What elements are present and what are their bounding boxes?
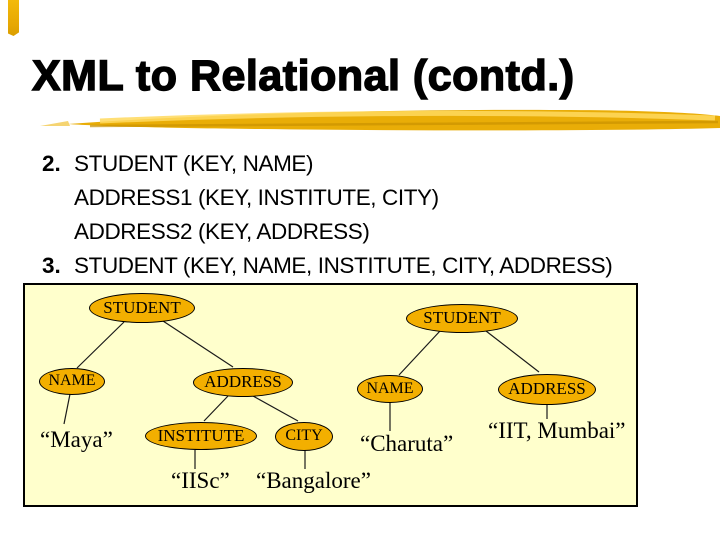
tree-node-right-address: ADDRESS [498,373,596,405]
corner-accent-bar [8,0,19,36]
tree-node-left-student: STUDENT [89,293,195,323]
leaf-maya: “Maya” [40,427,113,452]
tree-node-right-name: NAME [357,375,423,403]
leaf-iisc: “IISc” [171,468,230,493]
tree-node-left-address: ADDRESS [193,367,293,397]
leaf-charuta: “Charuta” [360,431,454,456]
schema-list-line: 2. STUDENT (KEY, NAME) [42,147,612,181]
list-number: 3. [42,253,61,278]
tree-node-right-student: STUDENT [406,303,518,333]
leaf-iit-mumbai: “IIT, Mumbai” [488,418,626,443]
schema-list-line: ADDRESS2 (KEY, ADDRESS) [42,215,612,249]
list-number: 2. [42,151,61,176]
slide-title: XML to Relational (contd.) [31,52,575,100]
tree-node-left-institute: INSTITUTE [145,422,257,450]
title-underline-swoosh [40,109,720,131]
schema-list: 2. STUDENT (KEY, NAME) ADDRESS1 (KEY, INST… [42,147,613,283]
list-text: STUDENT (KEY, NAME, INSTITUTE, CITY, ADD… [74,253,613,278]
tree-node-left-name: NAME [39,367,105,395]
schema-list-line: ADDRESS1 (KEY, INSTITUTE, CITY) [42,181,612,215]
list-text: ADDRESS1 (KEY, INSTITUTE, CITY) [74,185,439,210]
schema-list-line: 3. STUDENT (KEY, NAME, INSTITUTE, CITY, A… [42,249,613,283]
tree-node-left-city: CITY [275,421,333,451]
list-text: STUDENT (KEY, NAME) [74,151,314,176]
leaf-bangalore: “Bangalore” [256,468,371,493]
list-text: ADDRESS2 (KEY, ADDRESS) [74,219,370,244]
